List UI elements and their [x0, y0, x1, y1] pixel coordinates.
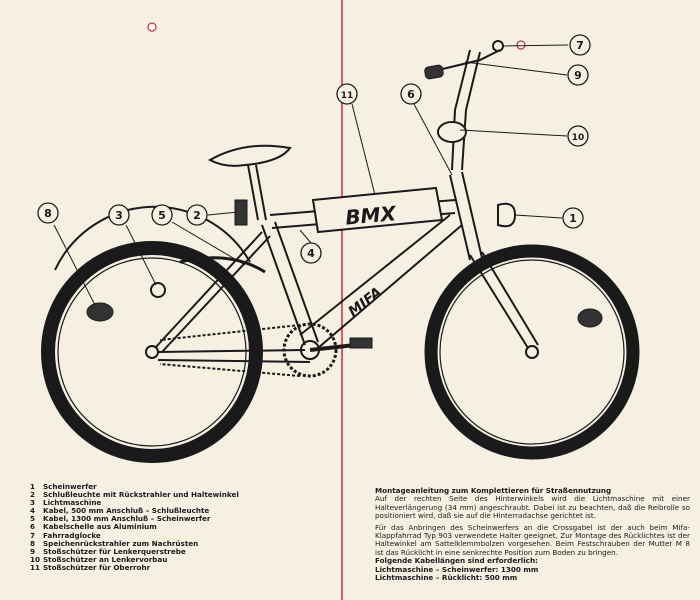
- saddle: [207, 144, 292, 167]
- svg-text:8: 8: [44, 207, 52, 220]
- headlight: [497, 202, 517, 228]
- legend-label: Speichenrückstrahler zum Nachrüsten: [43, 538, 199, 548]
- callout-9: 9: [567, 64, 589, 86]
- legend-label: Scheinwerfer: [43, 482, 97, 491]
- seat-post: [247, 164, 267, 221]
- punch-hole: [516, 40, 526, 50]
- legend-label: Kabel, 500 mm Anschluß – Schlußleuchte: [43, 506, 210, 516]
- instructions-paragraph: Auf der rechten Seite des Hinterwinkels …: [375, 494, 690, 521]
- callout-8: 8: [37, 202, 59, 224]
- legend-label: Kabelschelle aus Aluminium: [43, 522, 157, 532]
- rear-fender: [179, 256, 266, 274]
- svg-text:5: 5: [158, 209, 166, 222]
- callout-6: 6: [400, 83, 422, 105]
- leader-lines: [53, 44, 569, 306]
- legend-item: 3 Lichtmaschine: [30, 499, 239, 507]
- legend-item: 1 Scheinwerfer: [30, 482, 239, 491]
- callout-10: 10: [567, 125, 589, 147]
- svg-text:1: 1: [569, 212, 577, 225]
- legend-item: 5 Kabel, 1300 mm Anschluß – Scheinwerfer: [30, 515, 239, 523]
- legend-label: Lichtmaschine: [43, 498, 102, 508]
- front-wheel: [424, 244, 640, 460]
- legend-label: Stoßschützer für Oberrohr: [43, 562, 151, 572]
- legend-item: 9 Stoßschützer für Lenkerquerstrebe: [30, 546, 239, 556]
- legend-label: Schlußleuchte mit Rückstrahler und Halte…: [43, 490, 239, 500]
- callout-2: 2: [186, 204, 208, 226]
- svg-text:11: 11: [341, 91, 354, 101]
- svg-text:3: 3: [115, 209, 123, 222]
- bell: [492, 40, 504, 52]
- bmx-logo: BMX: [344, 201, 398, 229]
- instructions-title: Montageanleitung zum Komplettieren für S…: [375, 486, 612, 495]
- legend-number: 6: [30, 522, 36, 532]
- instructions-paragraph: Für das Anbringen des Scheinwerfers an d…: [375, 522, 690, 557]
- parts-legend: 1 Scheinwerfer 2 Schlußleuchte mit Rückstr…: [30, 482, 239, 572]
- legend-item: 2 Schlußleuchte mit Rückstrahler und Halt…: [30, 490, 239, 500]
- legend-item: 4 Kabel, 500 mm Anschluß – Schlußleuchte: [30, 507, 239, 515]
- callout-1: 1: [562, 207, 584, 229]
- spoke-reflector-front: [577, 308, 603, 328]
- rear-wheel: [41, 205, 263, 463]
- cable-heading: Folgende Kabellängen sind erforderlich:: [375, 556, 538, 566]
- legend-label: Stoßschützer an Lenkervorbau: [43, 554, 168, 564]
- svg-text:10: 10: [572, 133, 585, 143]
- mifa-logo: MIFA: [346, 284, 386, 320]
- svg-text:2: 2: [193, 209, 201, 222]
- legend-label: Stoßschützer für Lenkerquerstrebe: [43, 546, 186, 556]
- callout-7: 7: [569, 34, 591, 56]
- punch-hole: [147, 22, 157, 32]
- legend-number: 10: [30, 554, 41, 564]
- legend-number: 1: [30, 482, 36, 491]
- legend-number: 3: [30, 498, 36, 508]
- top-tube-pad: [311, 186, 444, 234]
- callout-11: 11: [336, 83, 358, 105]
- legend-number: 2: [30, 490, 36, 500]
- callout-4: 4: [300, 242, 322, 264]
- chainring: [282, 322, 338, 378]
- legend-item: 7 Fahrradglocke: [30, 530, 239, 540]
- chain: [159, 324, 301, 377]
- cable-length: Lichtmaschine – Scheinwerfer: 1300 mm: [375, 564, 539, 574]
- legend-number: 5: [30, 514, 36, 524]
- legend-number: 7: [30, 530, 36, 540]
- spoke-reflector-rear: [86, 302, 114, 322]
- grip: [424, 64, 444, 80]
- legend-number: 11: [30, 562, 41, 572]
- svg-text:7: 7: [576, 39, 584, 52]
- svg-text:6: 6: [407, 88, 415, 101]
- callout-3: 3: [108, 204, 130, 226]
- callout-5: 5: [151, 204, 173, 226]
- legend-item: 6 Kabelschelle aus Aluminium: [30, 523, 239, 531]
- stem-pad: [437, 121, 467, 143]
- legend-number: 9: [30, 546, 36, 556]
- legend-label: Fahrradglocke: [43, 530, 101, 540]
- crank-pedal: [309, 343, 356, 352]
- assembly-instructions: Montageanleitung zum Komplettieren für S…: [375, 486, 690, 583]
- legend-number: 4: [30, 506, 36, 516]
- svg-text:9: 9: [574, 69, 582, 82]
- cable-length: Lichtmaschine – Rücklicht: 500 mm: [375, 573, 518, 583]
- dynamo: [150, 282, 166, 298]
- legend-number: 8: [30, 538, 36, 548]
- svg-text:4: 4: [307, 247, 315, 260]
- legend-item: 8 Speichenrückstrahler zum Nachrüsten: [30, 538, 239, 548]
- legend-label: Kabel, 1300 mm Anschluß – Scheinwerfer: [43, 514, 211, 524]
